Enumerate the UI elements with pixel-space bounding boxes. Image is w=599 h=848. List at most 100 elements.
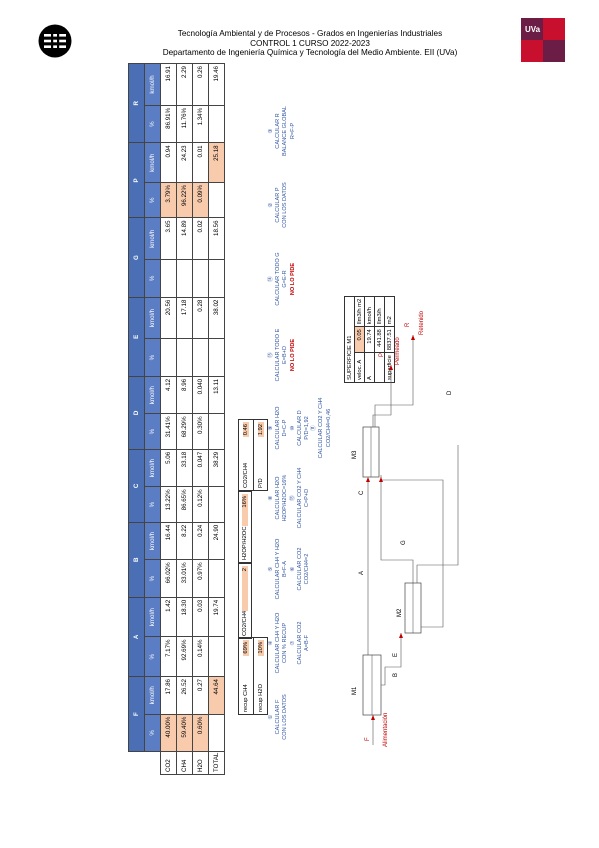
step-line: CALCULAR CH4 Y H2O <box>275 538 282 600</box>
table-cell: 11.76% <box>176 105 193 143</box>
table-cell <box>208 486 225 523</box>
step-line: NO LO PIDE <box>289 262 296 296</box>
table-cell: 0.24 <box>192 522 209 560</box>
table-cell: 8.22 <box>176 522 193 560</box>
stream-e-label: E <box>393 653 399 657</box>
step-line: ⑭ <box>268 276 274 282</box>
step-line: ⑦ <box>289 640 296 646</box>
table-cell <box>192 259 209 298</box>
step-line: CALCULAR P <box>275 187 282 223</box>
retained-label: Retenido <box>419 310 425 335</box>
table-cell: 2.29 <box>176 63 193 106</box>
stream-B-header: B <box>128 522 145 598</box>
step-line: CO2/CH4=0,46 <box>325 408 332 448</box>
stream-table: F A B C D E G P R %kmol/h%kmol/h%kmol/h%… <box>128 63 225 775</box>
unit-header: % <box>144 105 161 143</box>
row-label: TOTAL <box>208 751 225 775</box>
table-cell: 33.18 <box>176 449 193 487</box>
step-line: G=E-R <box>282 270 289 288</box>
step-line: H2OP/H2OC=16% <box>282 474 289 522</box>
step-line: CALCULAR TODO G <box>275 252 282 306</box>
ratio-box-d: CO2/CH4 0.46 P/D 1.92 <box>238 419 268 491</box>
table-cell <box>208 259 225 298</box>
table-cell: 8.96 <box>176 376 193 414</box>
table-cell: 0.30% <box>192 413 209 450</box>
m3-label: M3 <box>352 450 358 459</box>
table-cell: 0.60% <box>192 714 209 752</box>
table-cell: 31.41% <box>160 413 177 450</box>
table-cell: 3.65 <box>160 217 177 260</box>
table-cell: 24.90 <box>208 522 225 560</box>
table-cell: 38.29 <box>208 449 225 487</box>
step-line: ⑩ <box>289 425 296 431</box>
table-cell: 0.047 <box>192 449 209 487</box>
table-cell: 0.01 <box>192 142 209 183</box>
stream-c-label: C <box>359 490 365 495</box>
unit-header: % <box>144 413 161 450</box>
unit-header: kmol/h <box>144 522 161 560</box>
step-line: ⑧ <box>268 495 274 501</box>
step-line: CO2/CH4=2 <box>304 553 311 585</box>
table-cell: 0.12% <box>192 486 209 523</box>
unit-header: kmol/h <box>144 449 161 487</box>
step-line: CALCULAR CO2 Y CH4 <box>318 397 325 459</box>
ratio-box-h2o: H2OP/H2OC 16% <box>238 491 252 563</box>
permeate-label: Permeado <box>395 337 401 365</box>
r-label: R <box>405 322 411 327</box>
svg-text:UVa: UVa <box>525 25 541 34</box>
table-cell <box>208 105 225 143</box>
table-cell: 0.26 <box>192 63 209 106</box>
table-cell: 17.18 <box>176 297 193 339</box>
table-cell: 59.40% <box>176 714 193 752</box>
table-cell: 4.12 <box>160 376 177 414</box>
process-diagram: M1 M2 M3 <box>352 310 459 747</box>
stream-D-header: D <box>128 376 145 450</box>
step-line: ⑨ <box>268 425 274 431</box>
stream-G-header: G <box>128 217 145 298</box>
table-cell <box>192 338 209 377</box>
row-label: CH4 <box>176 751 193 775</box>
step-line: CALCULAR H2O <box>275 406 282 450</box>
unit-header: % <box>144 714 161 752</box>
step-line: CON % RECUP <box>282 622 289 664</box>
step-line: BALANCE GLOBAL <box>282 105 289 157</box>
membrane-m2: M2 <box>397 582 422 634</box>
step-line: CON LOS DATOS <box>282 694 289 740</box>
stream-R-header: R <box>128 63 145 143</box>
table-cell: 0.03 <box>192 597 209 637</box>
stream-E-header: E <box>128 297 145 377</box>
unit-header: % <box>144 636 161 677</box>
header-line-3: Departamento de Ingeniería Química y Tec… <box>162 48 458 58</box>
table-cell: 96.22% <box>176 182 193 218</box>
unit-header: % <box>144 486 161 523</box>
header-line-2: CONTROL 1 CURSO 2022-2023 <box>250 38 370 48</box>
unit-header: % <box>144 559 161 598</box>
table-cell: 13.22% <box>160 486 177 523</box>
table-cell: 92.69% <box>176 636 193 677</box>
table-cell: 18.56 <box>208 217 225 260</box>
uva-logo: UVa <box>521 18 565 62</box>
table-cell: 7.17% <box>160 636 177 677</box>
table-cell: 18.30 <box>176 597 193 637</box>
table-cell <box>208 413 225 450</box>
recup-ch4-value: 69% <box>243 640 249 656</box>
stream-arrows <box>366 335 415 720</box>
table-cell <box>176 259 193 298</box>
step-line: CALCULAR TODO E <box>275 328 282 382</box>
p-d-label: P/D <box>257 478 264 488</box>
step-line: NO LO PIDE <box>289 338 296 372</box>
table-cell: 19.74 <box>208 597 225 637</box>
step-line: CALCULAR F <box>275 699 282 735</box>
row-label: CO2 <box>160 751 177 775</box>
row-label: H2O <box>192 751 209 775</box>
step-line: CALCULAR CO2 <box>296 547 303 591</box>
